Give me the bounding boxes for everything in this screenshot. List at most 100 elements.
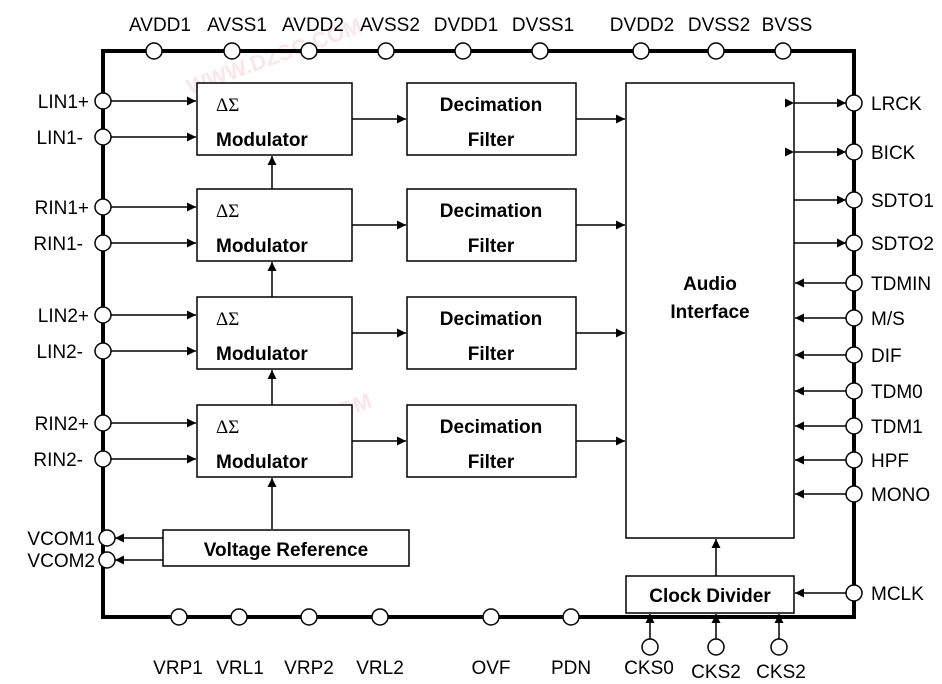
- label-tdm1: TDM1: [871, 417, 923, 438]
- label-bvss: BVSS: [762, 15, 813, 36]
- pin-vrl1: [230, 608, 248, 626]
- pins-bottom: [170, 608, 788, 656]
- label-bick: BICK: [871, 143, 916, 164]
- label-vcom2: VCOM2: [27, 551, 95, 572]
- pin-pdn: [562, 608, 580, 626]
- label-mono: MONO: [871, 485, 930, 506]
- label-cks2a: CKS2: [691, 662, 741, 683]
- pin-ms: [845, 309, 863, 327]
- label-lin1m: LIN1-: [37, 128, 83, 149]
- label-lrck: LRCK: [871, 94, 922, 115]
- pin-rin2p: [94, 414, 112, 432]
- label-tdm0: TDM0: [871, 382, 923, 403]
- label-rin1m: RIN1-: [33, 234, 83, 255]
- pin-dvss2: [707, 42, 725, 60]
- pin-avdd2: [300, 42, 318, 60]
- label-rin1p: RIN1+: [35, 198, 89, 219]
- modulator-label: Modulator: [216, 344, 308, 365]
- labels-left: LIN1+ LIN1- RIN1+ RIN1- LIN2+ LIN2- RIN2…: [27, 92, 95, 572]
- label-avss2: AVSS2: [360, 15, 420, 36]
- label-ms: M/S: [871, 309, 905, 330]
- pin-mono: [845, 485, 863, 503]
- filter-label: Filter: [468, 130, 515, 151]
- pin-avss2: [377, 42, 395, 60]
- pin-cks2b: [770, 638, 788, 656]
- filter-label: Filter: [468, 344, 515, 365]
- pin-avdd1: [145, 42, 163, 60]
- modulator-label: Modulator: [216, 236, 308, 257]
- label-lin1p: LIN1+: [38, 92, 89, 113]
- delta-sigma-symbol: ΔΣ: [216, 417, 239, 438]
- label-avdd1: AVDD1: [129, 15, 191, 36]
- delta-sigma-symbol: ΔΣ: [216, 201, 239, 222]
- pin-avss1: [223, 42, 241, 60]
- pin-rin2m: [94, 450, 112, 468]
- pin-rin1m: [94, 234, 112, 252]
- labels-top: AVDD1 AVSS1 AVDD2 AVSS2 DVDD1 DVSS1 DVDD…: [129, 15, 812, 36]
- modulator-block-3: ΔΣ Modulator: [196, 296, 353, 370]
- pin-rin1p: [94, 198, 112, 216]
- pin-lin2m: [94, 342, 112, 360]
- label-avss1: AVSS1: [207, 15, 267, 36]
- label-pdn: PDN: [551, 658, 591, 679]
- label-rin2m: RIN2-: [33, 450, 83, 471]
- labels-right: LRCK BICK SDTO1 SDTO2 TDMIN M/S DIF TDM0…: [871, 94, 934, 605]
- pins-left: [94, 92, 116, 569]
- decimation-label: Decimation: [440, 201, 542, 222]
- decimation-filter-2: Decimation Filter: [406, 188, 577, 262]
- pins-top: [145, 42, 792, 60]
- modulator-block-2: ΔΣ Modulator: [196, 188, 353, 262]
- pin-dvdd2: [632, 42, 650, 60]
- pin-bvss: [774, 42, 792, 60]
- signal-lines: [111, 96, 846, 639]
- pin-vcom1: [98, 529, 116, 547]
- pin-sdto1: [845, 191, 863, 209]
- label-avdd2: AVDD2: [282, 15, 344, 36]
- label-rin2p: RIN2+: [35, 414, 89, 435]
- filter-label: Filter: [468, 452, 515, 473]
- label-ovf: OVF: [471, 658, 510, 679]
- label-vcom1: VCOM1: [27, 529, 95, 550]
- label-dvss1: DVSS1: [512, 15, 574, 36]
- chip-outline: [101, 49, 856, 619]
- clock-divider-label: Clock Divider: [649, 586, 771, 607]
- pin-hpf: [845, 451, 863, 469]
- pin-lrck: [845, 94, 863, 112]
- label-mclk: MCLK: [871, 584, 924, 605]
- pin-vrl2: [371, 608, 389, 626]
- pin-dif: [845, 346, 863, 364]
- label-hpf: HPF: [871, 451, 909, 472]
- label-lin2m: LIN2-: [37, 342, 83, 363]
- pin-mclk: [845, 584, 863, 602]
- interface-label: Interface: [670, 302, 749, 323]
- pin-lin1m: [94, 128, 112, 146]
- pins-right: [845, 94, 863, 602]
- label-vrp2: VRP2: [284, 658, 334, 679]
- pin-cks2a: [707, 638, 725, 656]
- pin-tdm1: [845, 417, 863, 435]
- pin-cks0: [641, 638, 659, 656]
- decimation-label: Decimation: [440, 309, 542, 330]
- label-tdmin: TDMIN: [871, 274, 931, 295]
- audio-interface-block: Audio Interface: [625, 82, 795, 539]
- label-sdto1: SDTO1: [871, 191, 934, 212]
- label-vrl1: VRL1: [216, 658, 264, 679]
- pin-vcom2: [98, 551, 116, 569]
- label-cks2b: CKS2: [756, 662, 806, 683]
- delta-sigma-symbol: ΔΣ: [216, 309, 239, 330]
- clock-divider-block: Clock Divider: [625, 575, 795, 614]
- label-vrl2: VRL2: [356, 658, 404, 679]
- decimation-filter-3: Decimation Filter: [406, 296, 577, 370]
- pin-vrp1: [170, 608, 188, 626]
- labels-bottom: VRP1 VRL1 VRP2 VRL2 OVF PDN CKS0 CKS2 CK…: [153, 658, 806, 683]
- pin-lin1p: [94, 92, 112, 110]
- label-dif: DIF: [871, 346, 902, 367]
- voltage-reference-label: Voltage Reference: [204, 540, 368, 561]
- label-dvss2: DVSS2: [688, 15, 750, 36]
- label-vrp1: VRP1: [153, 658, 203, 679]
- modulator-block-4: ΔΣ Modulator: [196, 404, 353, 478]
- delta-sigma-symbol: ΔΣ: [216, 95, 239, 116]
- pin-tdmin: [845, 274, 863, 292]
- decimation-filter-4: Decimation Filter: [406, 404, 577, 478]
